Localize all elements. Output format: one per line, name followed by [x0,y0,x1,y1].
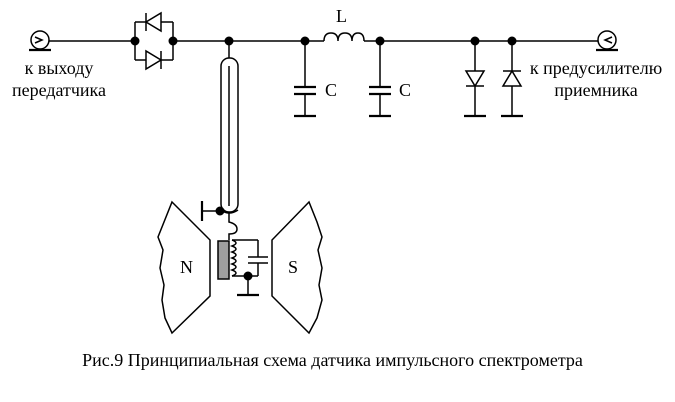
sample-block [217,240,230,280]
capacitor-2 [369,36,391,118]
coaxial-cable [220,57,239,214]
protection-diode-2 [501,36,523,118]
magnet-pole-south [271,200,323,335]
left-terminal-label: к выходу передатчика [11,58,107,100]
capacitor-2-label: C [399,80,412,100]
right-terminal-label: к предусилителю приемника [529,58,663,100]
capacitor-1 [294,36,316,118]
protection-diode-1 [464,36,486,118]
magnet-south-label: S [288,257,299,277]
inductor-label: L [336,6,347,26]
probe-coil [228,213,268,297]
right-terminal-symbol [596,30,618,52]
coax-shield-ground [200,201,225,221]
magnet-pole-north [157,200,211,335]
antiparallel-diode-pair [130,11,178,71]
left-terminal-symbol [29,30,51,52]
inductor [323,32,365,42]
figure-caption: Рис.9 Принципиальная схема датчика импул… [82,350,583,370]
magnet-north-label: N [180,257,193,277]
capacitor-1-label: C [325,80,338,100]
